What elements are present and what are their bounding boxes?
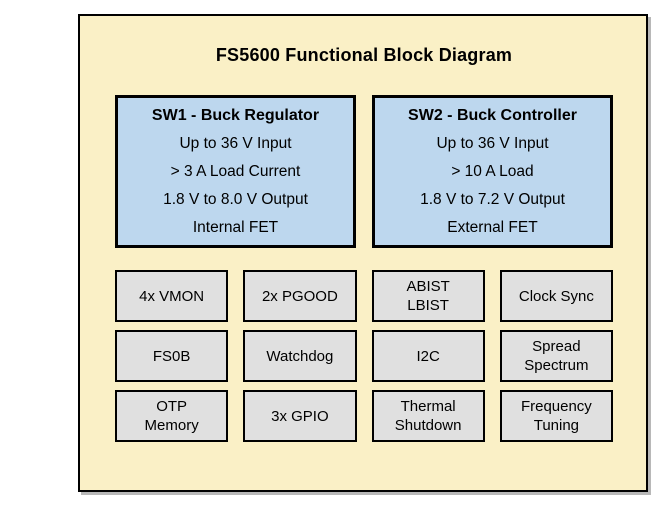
sw2-spec-output: 1.8 V to 7.2 V Output bbox=[420, 190, 565, 208]
diagram-title: FS5600 Functional Block Diagram bbox=[215, 45, 513, 65]
block-abist-lbist: ABIST LBIST bbox=[371, 270, 485, 322]
sw2-title: SW2 - Buck Controller bbox=[408, 106, 577, 124]
block-i2c: I2C bbox=[371, 330, 485, 382]
block-fs0b: FS0B bbox=[115, 330, 229, 382]
sw1-spec-input: Up to 36 V Input bbox=[179, 134, 292, 152]
block-3x-gpio: 3x GPIO bbox=[243, 390, 357, 442]
block-frequency-tuning: Frequency Tuning bbox=[499, 390, 613, 442]
block-otp-memory: OTP Memory bbox=[115, 390, 229, 442]
block-sw2-buck-controller: SW2 - Buck Controller Up to 36 V Input >… bbox=[372, 95, 613, 248]
block-4x-vmon: 4x VMON bbox=[115, 270, 229, 322]
switcher-blocks-row: SW1 - Buck Regulator Up to 36 V Input > … bbox=[115, 95, 613, 248]
sw1-spec-load: > 3 A Load Current bbox=[170, 162, 301, 180]
block-thermal-shutdown: Thermal Shutdown bbox=[371, 390, 485, 442]
block-watchdog: Watchdog bbox=[243, 330, 357, 382]
sw2-spec-input: Up to 36 V Input bbox=[436, 134, 549, 152]
sw2-spec-load: > 10 A Load bbox=[451, 162, 534, 180]
block-spread-spectrum: Spread Spectrum bbox=[499, 330, 613, 382]
sw1-title: SW1 - Buck Regulator bbox=[151, 106, 320, 124]
sw2-spec-fet: External FET bbox=[447, 218, 538, 236]
functional-block-diagram: FS5600 Functional Block Diagram SW1 - Bu… bbox=[78, 14, 648, 492]
sw1-spec-fet: Internal FET bbox=[192, 218, 279, 236]
block-2x-pgood: 2x PGOOD bbox=[243, 270, 357, 322]
feature-blocks-grid: 4x VMON 2x PGOOD ABIST LBIST Clock Sync … bbox=[115, 270, 613, 442]
block-sw1-buck-regulator: SW1 - Buck Regulator Up to 36 V Input > … bbox=[115, 95, 356, 248]
block-clock-sync: Clock Sync bbox=[499, 270, 613, 322]
sw1-spec-output: 1.8 V to 8.0 V Output bbox=[163, 190, 308, 208]
